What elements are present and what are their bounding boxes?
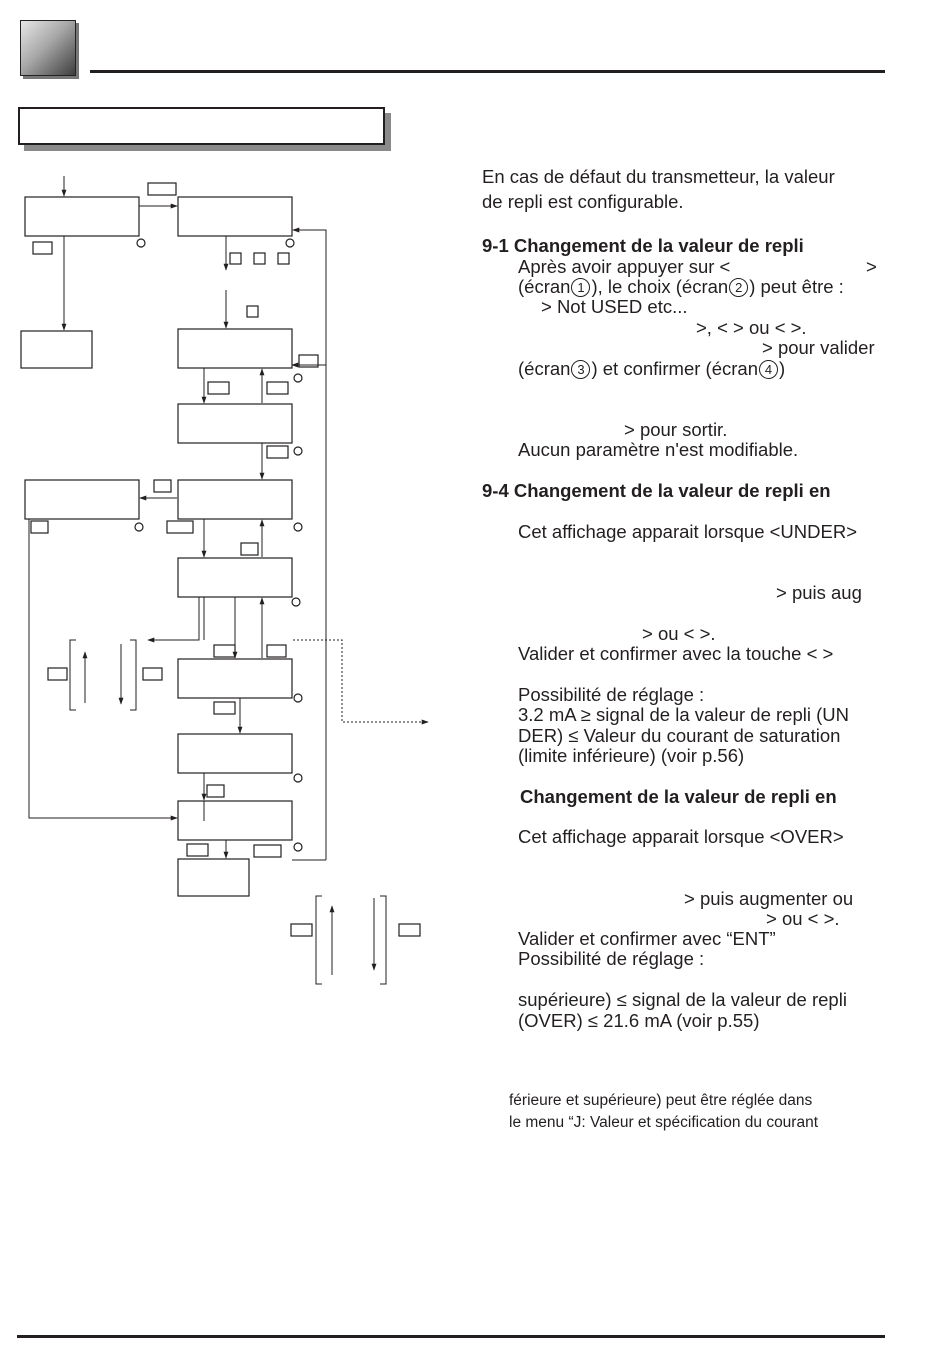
section-heading-9-5: Changement de la valeur de repli en: [520, 786, 837, 807]
body-text: Possibilité de réglage :: [518, 684, 705, 705]
key-box: [298, 354, 319, 368]
key-box: [47, 667, 68, 681]
body-text: Après avoir appuyer sur <: [518, 256, 731, 277]
screen-box-3: [177, 328, 293, 369]
key-box: [253, 252, 266, 265]
key-box: [266, 644, 287, 658]
screen-box-end: [177, 858, 250, 897]
body-text: > puis aug: [776, 582, 862, 603]
body-text: DER) ≤ Valeur du courant de saturation: [518, 725, 841, 746]
screen-box-4: [177, 403, 293, 444]
body-text: > pour valider: [762, 337, 875, 358]
key-box: [213, 644, 236, 658]
screen-number-marker: 3: [571, 360, 591, 379]
key-box: [166, 520, 194, 534]
body-text: 3.2 mA ≥ signal de la valeur de repli (U…: [518, 704, 849, 725]
key-box: [207, 381, 230, 395]
body-text: Cet affichage apparait lorsque <UNDER>: [518, 521, 858, 542]
body-text: (limite inférieure) (voir p.56): [518, 745, 745, 766]
body-text: >: [866, 256, 877, 277]
key-box: [153, 479, 172, 493]
note-text: férieure et supérieure) peut être réglée…: [509, 1092, 813, 1109]
screen-box-2: [177, 196, 293, 237]
key-box: [290, 923, 313, 937]
body-text: Cet affichage apparait lorsque <OVER>: [518, 826, 844, 847]
screen-box-10: [177, 800, 293, 841]
body-text: Valider et confirmer avec la touche < >: [518, 643, 834, 664]
key-box: [253, 844, 282, 858]
section-heading-9-1: 9-1 Changement de la valeur de repli: [482, 235, 804, 256]
body-text: > pour sortir.: [624, 419, 728, 440]
key-box: [147, 182, 177, 196]
body-text: Possibilité de réglage :: [518, 948, 705, 969]
key-box: [186, 843, 209, 857]
screen-box-8: [177, 658, 293, 699]
intro-text-line: de repli est configurable.: [482, 191, 684, 212]
section-heading-9-4: 9-4 Changement de la valeur de repli en: [482, 480, 831, 501]
key-box: [229, 252, 242, 265]
screen-box-7: [177, 557, 293, 598]
screen-number-marker: 2: [729, 278, 749, 297]
body-text: > ou < >.: [766, 908, 840, 929]
key-box: [206, 784, 225, 798]
body-text: (OVER) ≤ 21.6 mA (voir p.55): [518, 1010, 760, 1031]
body-text: >, < > ou < >.: [696, 317, 807, 338]
key-box: [142, 667, 163, 681]
screen-box-9: [177, 733, 293, 774]
screen-box-5: [24, 479, 140, 520]
footer-rule: [17, 1335, 885, 1338]
key-box: [266, 381, 289, 395]
key-box: [398, 923, 421, 937]
screen-number-marker: 4: [759, 360, 778, 379]
body-text: > puis augmenter ou: [684, 888, 854, 909]
body-text: > ou < >.: [642, 623, 716, 644]
section-title-box: [18, 107, 385, 145]
screen-box-6: [177, 479, 293, 520]
key-box: [277, 252, 290, 265]
body-text: supérieure) ≤ signal de la valeur de rep…: [518, 989, 847, 1010]
note-text: le menu “J: Valeur et spécification du c…: [509, 1114, 819, 1131]
screen-number-marker: 1: [571, 278, 591, 297]
key-box: [240, 542, 259, 556]
key-box: [246, 305, 259, 318]
key-box: [213, 701, 236, 715]
header-rule: [90, 70, 885, 73]
key-box: [32, 241, 53, 255]
key-box: [266, 445, 289, 459]
screen-box-exit: [20, 330, 93, 369]
intro-text-line: En cas de défaut du transmetteur, la val…: [482, 166, 835, 187]
screen-box-1: [24, 196, 140, 237]
key-box: [30, 520, 49, 534]
body-text: Valider et confirmer avec “ENT”: [518, 928, 776, 949]
body-text: > Not USED etc...: [541, 296, 688, 317]
chapter-tab-marker: [20, 20, 76, 76]
body-text: Aucun paramètre n'est modifiable.: [518, 439, 799, 460]
